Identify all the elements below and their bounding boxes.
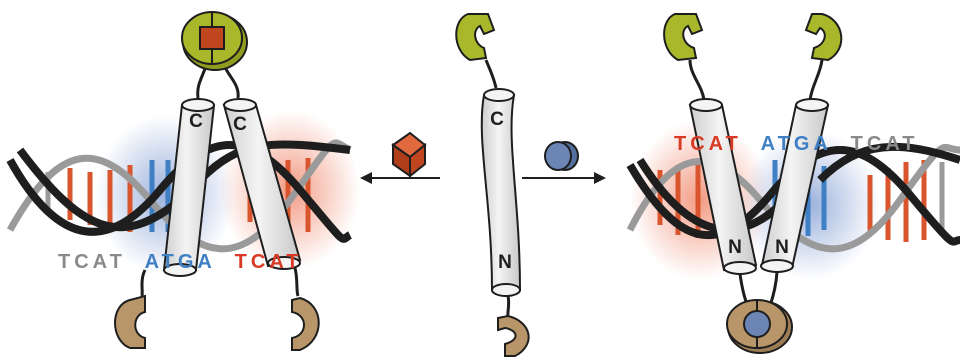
yellow-dimer-with-red-cube-icon	[182, 12, 247, 70]
blue-cylinder-icon	[545, 142, 578, 170]
sequence-right: TCAT ATGA TCAT	[674, 133, 919, 155]
arrow-left	[360, 172, 440, 184]
red-cube-icon	[393, 133, 425, 176]
helix-label-n: N	[728, 237, 742, 258]
seq-segment: ATGA	[145, 251, 215, 273]
center-panel: C N	[360, 14, 606, 356]
seq-segment: TCAT	[851, 133, 919, 155]
arrow-right	[522, 172, 606, 184]
yellow-split-domain-icon	[806, 14, 841, 60]
seq-segment: TCAT	[674, 133, 742, 155]
yellow-split-domain-icon	[456, 14, 494, 60]
helix-label-c: C	[233, 114, 247, 135]
seq-segment: TCAT	[235, 251, 303, 273]
helix-label-c: C	[490, 109, 504, 130]
sequence-left: TCAT ATGA TCAT	[58, 251, 303, 273]
seq-segment: ATGA	[761, 133, 831, 155]
tan-split-domain-icon	[292, 268, 319, 350]
helix-label-c: C	[189, 111, 203, 132]
tan-split-domain-icon	[498, 316, 529, 356]
left-panel: C C TCAT ATGA TCAT	[10, 12, 360, 350]
helix-label-n: N	[498, 252, 512, 273]
tan-dimer-with-blue-cylinder-icon	[727, 300, 792, 353]
seq-segment: TCAT	[58, 251, 126, 273]
tan-split-domain-icon	[115, 270, 145, 348]
yellow-split-domain-icon	[664, 14, 702, 60]
helix-label-n: N	[775, 237, 789, 258]
right-panel: N N TCAT ATGA TCAT	[630, 14, 960, 353]
